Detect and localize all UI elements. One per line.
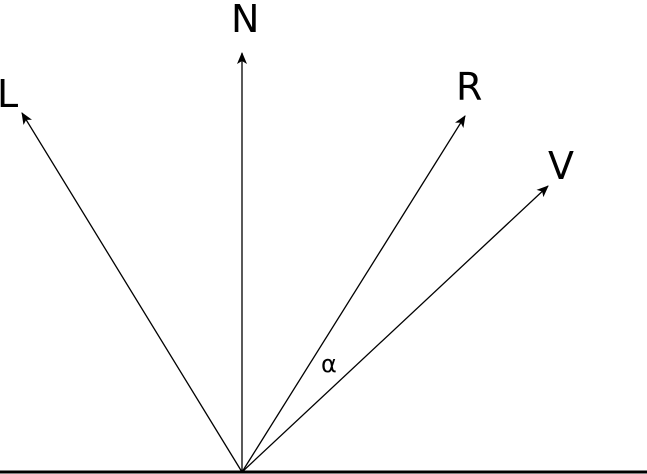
view-vector: [241, 185, 549, 473]
normal-label: N: [231, 0, 259, 41]
light-label: L: [0, 72, 18, 116]
view-label: V: [548, 144, 574, 188]
reflection-vector: [241, 115, 466, 473]
reflection-label: R: [456, 65, 482, 109]
angle-alpha-label: α: [321, 350, 337, 378]
light-vector: [21, 112, 243, 473]
